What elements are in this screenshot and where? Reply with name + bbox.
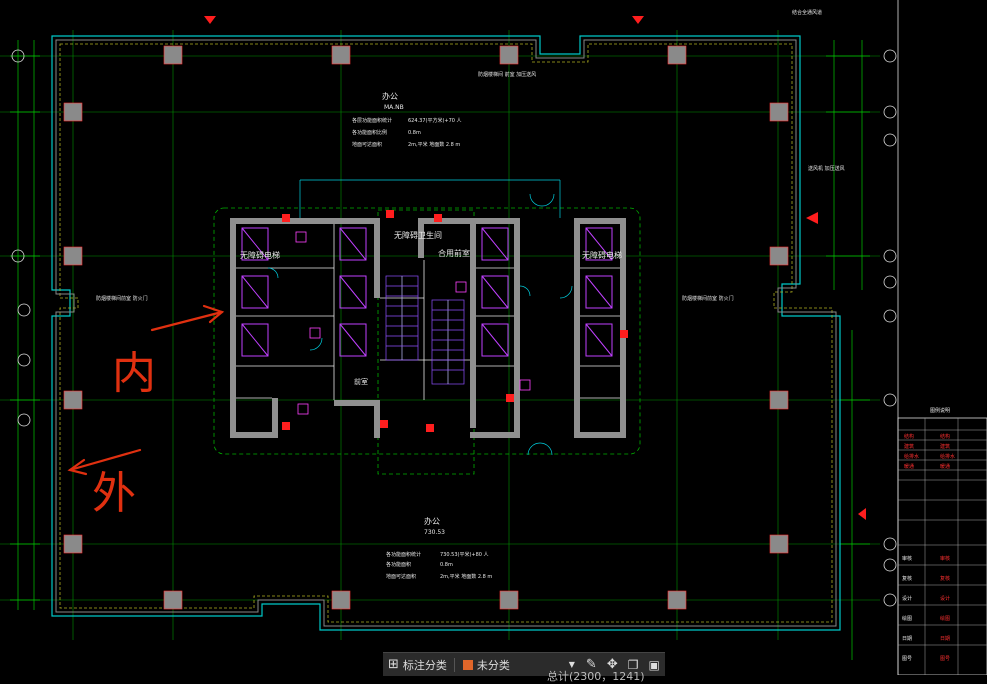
legend-row-4-b: 暖通 <box>940 463 950 470</box>
annotation-toolbar: ⊞ 标注分类 未分类 ▼ ✎ ✥ ❐ ▣ <box>383 652 665 676</box>
legend-lower-2-b: 复核 <box>940 575 950 582</box>
status-readout: 总计(2300，1241) <box>547 670 645 683</box>
legend-lower-6-a: 图号 <box>902 656 912 662</box>
grid-lines <box>0 30 880 640</box>
legend-row-2-a: 建筑 <box>904 443 914 450</box>
annotation-left-mid: 防烟楼梯间前室 防火门 <box>96 295 148 302</box>
plan-labels: 办公 MA.NB 各层功能面积统计 624.37(平方米)+70 人 各功能面积… <box>96 9 845 580</box>
legend-row-4-a: 暖通 <box>904 463 914 470</box>
caret-down-icon: ▼ <box>568 660 575 669</box>
copy-button[interactable]: ❐ <box>623 653 644 676</box>
edit-icon: ✎ <box>585 657 597 672</box>
legend-lower-1-b: 审核 <box>940 555 950 562</box>
elevator-cars <box>241 227 613 357</box>
paste-button[interactable]: ▣ <box>643 653 664 676</box>
bottom-spec-key-2: 各功能面积 <box>386 561 411 568</box>
bottom-spec-key-1: 各功能面积统计 <box>386 551 421 558</box>
legend-lower-6-b: 图号 <box>940 656 950 662</box>
category-grid-button[interactable]: ⊞ 标注分类 <box>383 653 452 676</box>
move-button[interactable]: ✥ <box>602 653 623 676</box>
legend-lower-2-a: 复核 <box>902 575 912 582</box>
title-block: 图例说明 结构 结构 建筑 建筑 给排水 给排水 暖通 暖通 审核 审核 复核 … <box>897 0 987 675</box>
copy-icon: ❐ <box>627 657 639 672</box>
legend-lower-4-a: 绘图 <box>902 615 912 622</box>
legend-lower-3-a: 设计 <box>902 595 912 602</box>
bottom-spec-val-3: 2m,平米 地面数 2.8 m <box>440 573 492 580</box>
edit-button[interactable]: ✎ <box>581 653 602 676</box>
handwritten-outer: 外 <box>92 468 136 519</box>
legend-lower-3-b: 设计 <box>940 595 950 602</box>
paste-icon: ▣ <box>648 657 660 672</box>
legend-lower-1-a: 审核 <box>902 555 912 562</box>
room-label-stair: 无障碍卫生间 <box>394 230 442 240</box>
legend-row-2-b: 建筑 <box>940 443 950 450</box>
move-icon: ✥ <box>606 657 618 672</box>
bottom-spec-key-3: 地面可达面积 <box>386 573 416 580</box>
room-label-core-room: 前室 <box>354 377 368 386</box>
legend-row-1-a: 结构 <box>904 433 914 440</box>
legend-row-1-b: 结构 <box>940 433 950 440</box>
toolbar-divider <box>453 657 455 672</box>
grid-icon: ⊞ <box>388 657 399 672</box>
bottom-room-area: 730.53 <box>424 529 445 536</box>
annotation-right-mid: 防烟楼梯间前室 防火门 <box>682 295 734 302</box>
axis-bubbles-right <box>11 49 897 607</box>
structural-columns <box>63 45 789 610</box>
handwritten-markup: 内 外 <box>67 304 225 519</box>
legend-lower-5-a: 日期 <box>902 636 912 642</box>
red-markers <box>204 16 866 520</box>
room-label-shared-lobby: 合用前室 <box>438 248 470 258</box>
exterior-wall <box>51 35 841 631</box>
unclassified-label: 未分类 <box>476 658 510 672</box>
bottom-spec-val-1: 730.53(平米)+80 人 <box>440 551 489 558</box>
legend-row-3-b: 给排水 <box>940 453 955 460</box>
symbols-magenta <box>295 231 531 415</box>
interior-partitions <box>236 224 620 400</box>
annotation-top-right: 结合全通风道 <box>792 9 822 16</box>
right-dimension-lines <box>826 40 870 660</box>
legend-lower-4-b: 绘图 <box>940 615 950 622</box>
category-dropdown[interactable]: 未分类 ▼ <box>457 653 581 676</box>
top-spec-key-2: 各功能面积比例 <box>352 129 387 136</box>
legend-row-3-a: 给排水 <box>904 453 919 460</box>
top-spec-key-3: 地面可达面积 <box>352 141 382 148</box>
stair-flights <box>385 275 465 385</box>
top-spec-key-1: 各层功能面积统计 <box>352 117 392 124</box>
bottom-spec-val-2: 0.8m <box>440 562 453 568</box>
legend-lower-5-b: 日期 <box>940 636 950 642</box>
top-room-title: 办公 <box>382 91 398 101</box>
category-label: 标注分类 <box>402 658 447 672</box>
top-spec-val-2: 0.8m <box>408 130 421 136</box>
legend-title: 图例说明 <box>930 407 950 414</box>
top-spec-val-1: 624.37(平方米)+70 人 <box>408 117 462 124</box>
top-room-area: MA.NB <box>384 104 404 111</box>
bottom-room-title: 办公 <box>424 516 440 526</box>
left-dimension-lines <box>10 40 40 610</box>
annotation-right-side: 送风机 加压送风 <box>808 165 845 172</box>
annotation-top-note: 防烟楼梯间 前室 加压送风 <box>478 71 536 78</box>
room-label-elevator-right: 无障碍电梯 <box>582 250 622 260</box>
color-swatch <box>462 659 473 670</box>
handwritten-inner: 内 <box>112 348 156 399</box>
top-spec-val-3: 2m,平米 地面数 2.8 m <box>408 141 460 148</box>
doors-and-ducts <box>267 179 573 456</box>
room-label-elevator-left: 无障碍电梯 <box>240 250 280 260</box>
